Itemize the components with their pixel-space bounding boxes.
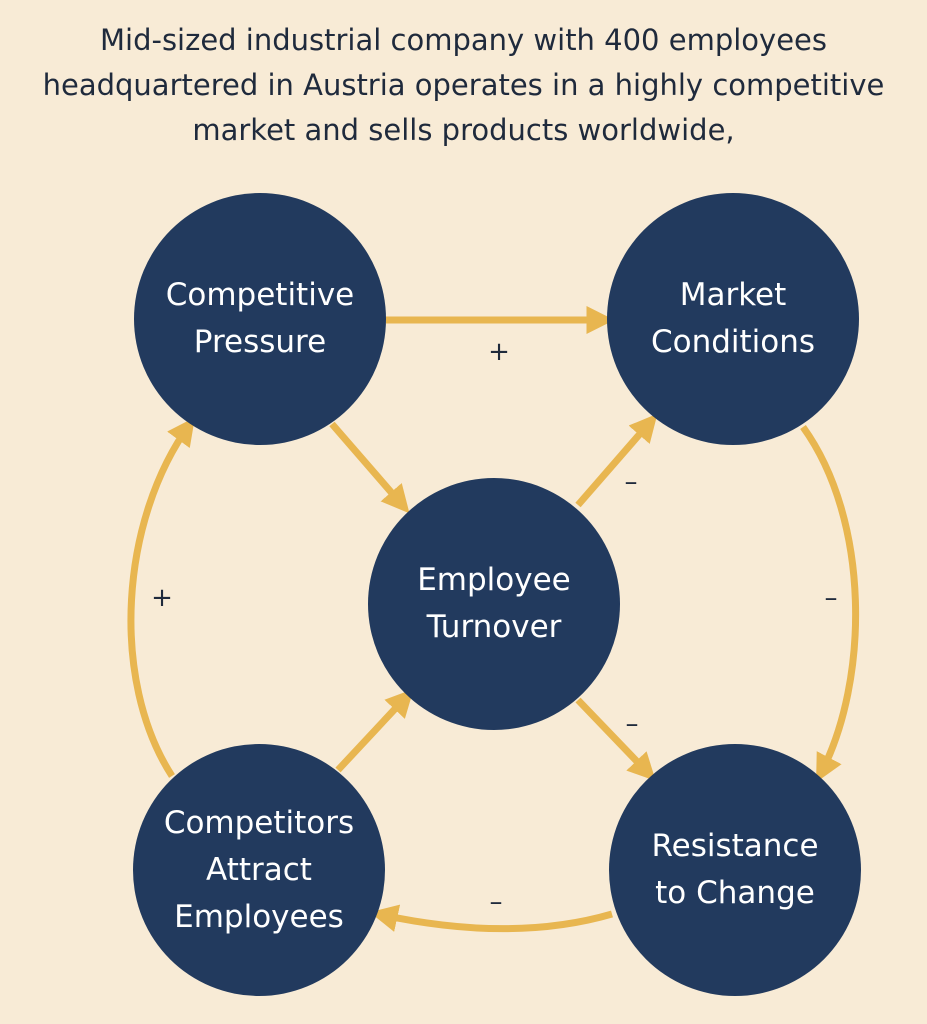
sign-market-to-resistance: – bbox=[824, 583, 838, 613]
node-competitors-attract-employees-label: Competitors Attract Employees bbox=[163, 804, 355, 935]
arrow-turnover-to-market bbox=[575, 413, 658, 508]
diagram-caption: Mid-sized industrial company with 400 em… bbox=[0, 18, 927, 153]
node-resistance-to-change: Resistance to Change bbox=[609, 744, 861, 996]
node-competitive-pressure-label: Competitive Pressure bbox=[165, 277, 355, 360]
arrow-pressure-to-turnover bbox=[329, 421, 410, 514]
arrow-resistance-to-competitors bbox=[369, 904, 613, 933]
sign-turnover-to-resistance: – bbox=[625, 709, 639, 739]
arrow-market-to-resistance bbox=[800, 424, 860, 783]
node-resistance-to-change-label: Resistance to Change bbox=[651, 828, 819, 911]
sign-turnover-to-market: – bbox=[624, 467, 638, 497]
sign-resistance-to-competitors: – bbox=[489, 887, 503, 917]
node-employee-turnover-label: Employee Turnover bbox=[417, 562, 571, 645]
caption-line-2: headquartered in Austria operates in a h… bbox=[42, 68, 885, 102]
node-market-conditions-label: Market Conditions bbox=[650, 277, 816, 360]
caption-line-3: market and sells products worldwide, bbox=[192, 113, 735, 147]
caption-line-1: Mid-sized industrial company with 400 em… bbox=[100, 23, 827, 57]
arrow-turnover-to-resistance bbox=[575, 697, 656, 782]
node-competitors-attract-employees: Competitors Attract Employees bbox=[133, 744, 385, 996]
node-competitive-pressure: Competitive Pressure bbox=[134, 193, 386, 445]
arrow-competitors-to-pressure bbox=[127, 417, 195, 778]
sign-competitors-to-pressure: + bbox=[151, 583, 173, 613]
node-market-conditions: Market Conditions bbox=[607, 193, 859, 445]
sign-pressure-to-market: + bbox=[488, 337, 510, 367]
node-employee-turnover: Employee Turnover bbox=[368, 478, 620, 730]
arrow-competitors-to-turnover bbox=[335, 688, 414, 773]
